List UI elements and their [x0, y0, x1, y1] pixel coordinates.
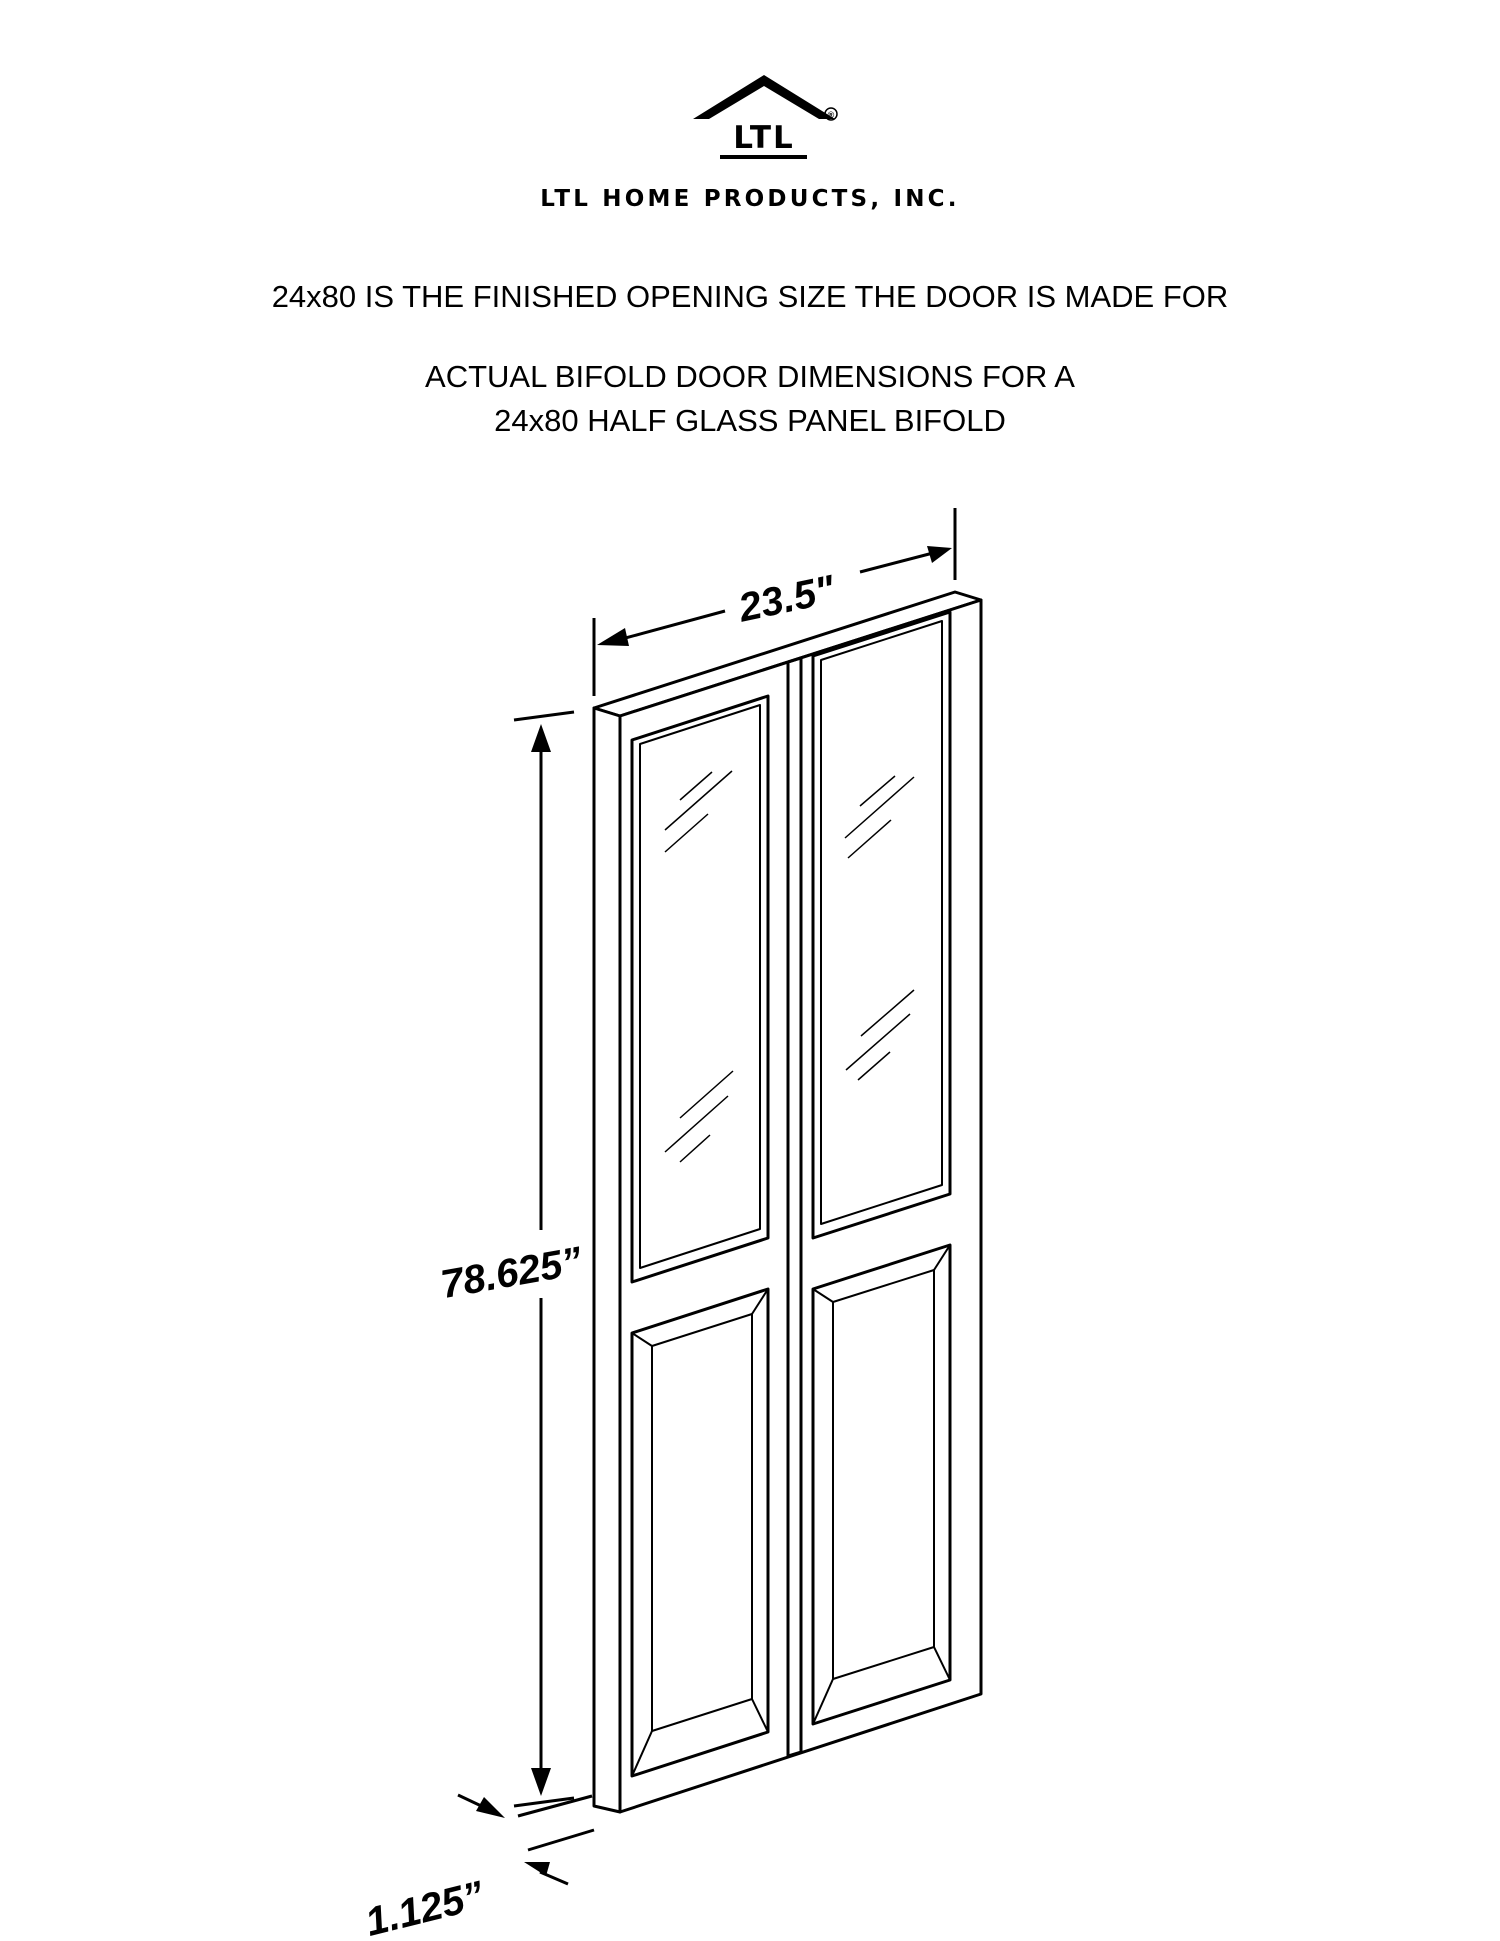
- glass-reflection-marks: [664, 770, 915, 1163]
- registered-mark-circle: [824, 107, 838, 121]
- registered-mark: ®: [828, 110, 835, 120]
- company-name: LTL HOME PRODUCTS, INC.: [540, 186, 960, 212]
- thickness-label: 1.125”: [361, 1873, 488, 1941]
- left-glass-frame: [630, 694, 770, 1284]
- right-glass-frame: [811, 610, 952, 1240]
- width-label: 23.5": [734, 567, 840, 631]
- left-glass-pane: [639, 704, 761, 1269]
- opening-size-note: 24x80 IS THE FINISHED OPENING SIZE THE D…: [271, 279, 1229, 314]
- roof-icon: [693, 75, 835, 119]
- thickness-dimension: [457, 1793, 595, 1886]
- dimensions-heading-line2: 24x80 HALF GLASS PANEL BIFOLD: [494, 403, 1006, 438]
- logo-underline: [720, 155, 807, 159]
- hinge-gap: [786, 656, 803, 1758]
- ltl-logo: LTL ®: [693, 75, 838, 159]
- door-side-edge: [592, 706, 622, 1814]
- height-label-bg: [436, 1230, 586, 1298]
- right-glass-pane: [820, 620, 943, 1225]
- logo-text: LTL: [733, 120, 795, 156]
- dimensions-heading-line1: ACTUAL BIFOLD DOOR DIMENSIONS FOR A: [425, 359, 1075, 394]
- width-dimension: [592, 508, 957, 696]
